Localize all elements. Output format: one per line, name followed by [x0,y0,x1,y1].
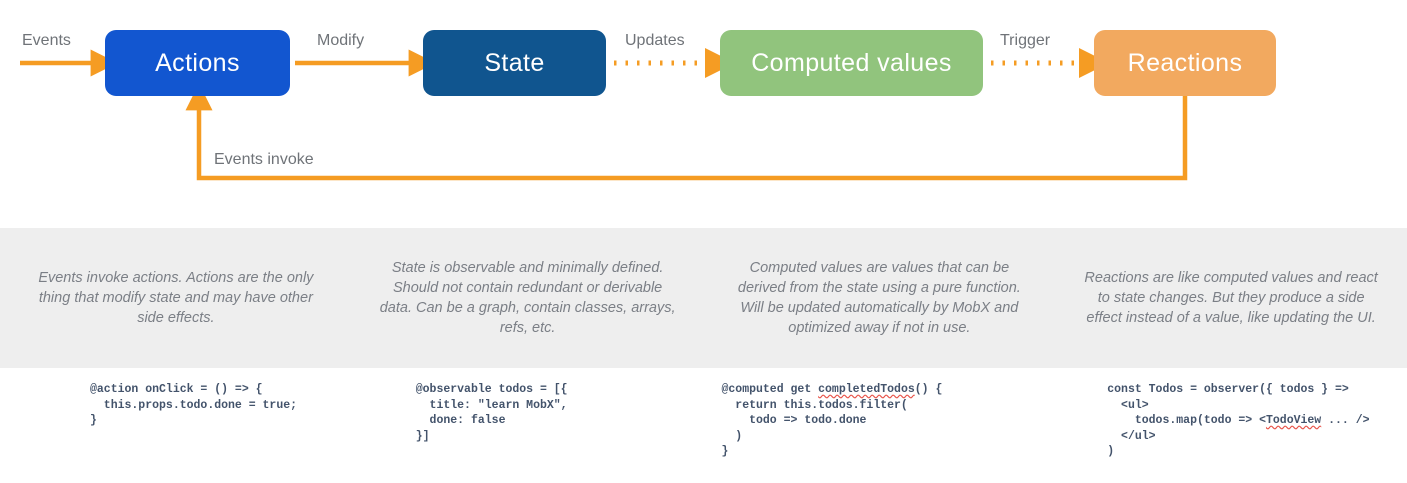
description-cell-actions: Events invoke actions. Actions are the o… [0,228,352,368]
code-cell-action: @action onClick = () => { this.props.tod… [0,382,352,483]
spellcheck-squiggle: TodoView [1265,414,1322,427]
spellcheck-squiggle: completedTodos [818,383,915,396]
code-snippet-observer: const Todos = observer({ todos } => <ul>… [1107,383,1370,458]
node-state[interactable]: State [423,30,606,96]
code-snippet-computed: @computed get completedTodos() { return … [721,383,943,458]
description-cell-state: State is observable and minimally define… [352,228,704,368]
description-text-computed-values: Computed values are values that can be d… [737,260,1021,336]
node-reactions-label: Reactions [1127,48,1243,77]
descriptions-band: Events invoke actions. Actions are the o… [0,228,1407,368]
edge-label-events-invoke: Events invoke [214,151,314,168]
description-text-actions: Events invoke actions. Actions are the o… [38,270,314,326]
node-actions-label: Actions [155,48,240,77]
description-text-state: State is observable and minimally define… [379,260,676,336]
code-cell-computed: @computed get completedTodos() { return … [704,382,1056,483]
code-snippet-observable: @observable todos = [{ title: "learn Mob… [415,383,568,443]
flow-diagram: Actions State Computed values Reactions … [0,0,1407,228]
flow-arrows [20,48,1188,181]
edge-label-trigger: Trigger [1000,32,1051,49]
node-state-label: State [484,48,545,77]
code-snippet-action: @action onClick = () => { this.props.tod… [90,383,298,427]
arrow-events-invoke [185,83,1188,181]
node-reactions[interactable]: Reactions [1094,30,1276,96]
code-examples-row: @action onClick = () => { this.props.tod… [0,382,1407,483]
edge-label-events: Events [22,32,71,49]
description-text-reactions: Reactions are like computed values and r… [1084,270,1378,326]
node-computed-values-label: Computed values [751,48,952,77]
edge-label-modify: Modify [317,32,365,49]
node-computed-values[interactable]: Computed values [720,30,983,96]
node-actions[interactable]: Actions [105,30,290,96]
code-cell-observer: const Todos = observer({ todos } => <ul>… [1055,382,1407,483]
edge-label-updates: Updates [625,32,685,49]
description-cell-computed-values: Computed values are values that can be d… [704,228,1056,368]
description-cell-reactions: Reactions are like computed values and r… [1055,228,1407,368]
code-cell-observable: @observable todos = [{ title: "learn Mob… [352,382,704,483]
